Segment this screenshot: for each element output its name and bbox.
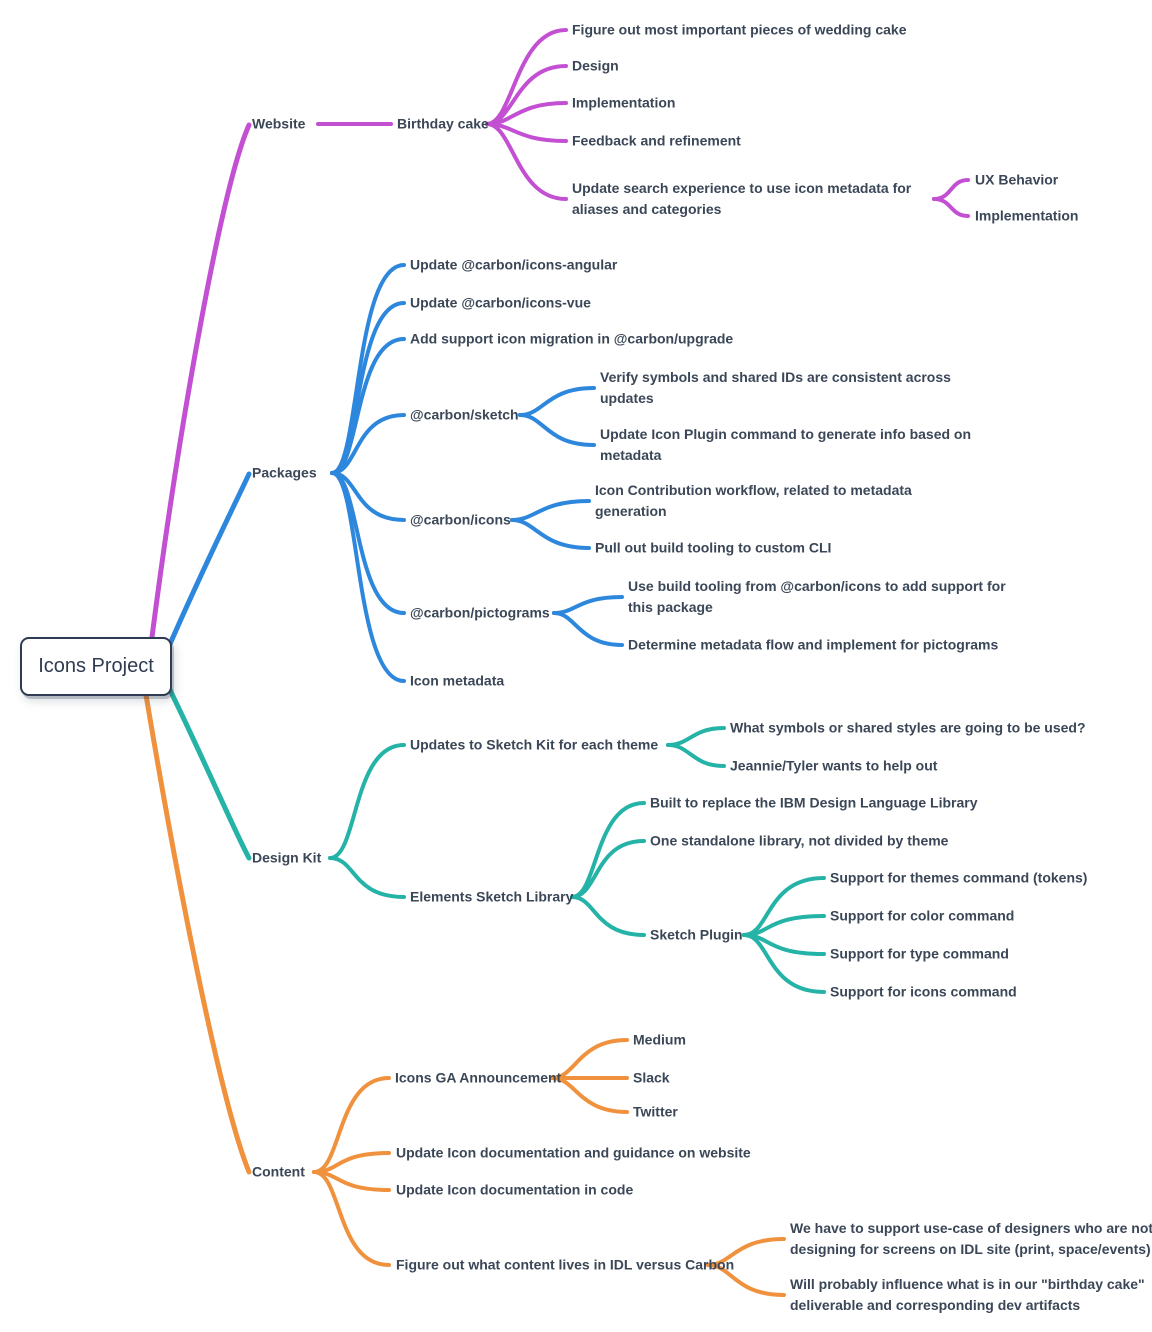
- node-slack[interactable]: Slack: [633, 1069, 670, 1086]
- node-updates-sketch-kit[interactable]: Updates to Sketch Kit for each theme: [410, 736, 659, 753]
- link-designkit-elements-library: [328, 856, 406, 899]
- root-node[interactable]: Icons Project: [20, 637, 172, 696]
- node-design-kit[interactable]: Design Kit: [252, 849, 322, 866]
- link-sketch-update-plugin: [518, 413, 596, 447]
- node-pull-out-build-tooling[interactable]: Pull out build tooling to custom CLI: [595, 539, 832, 556]
- node-feedback-refinement[interactable]: Feedback and refinement: [572, 132, 741, 149]
- node-medium[interactable]: Medium: [633, 1031, 686, 1048]
- link-content-icons-ga: [312, 1076, 391, 1174]
- link-icons-pull-out-build: [510, 518, 591, 550]
- node-use-case-designers[interactable]: We have to support use-case of designers…: [790, 1220, 1152, 1257]
- link-packages-carbon-pictograms: [330, 471, 406, 615]
- link-figure-influence: [706, 1263, 786, 1297]
- link-pictograms-use-build: [552, 595, 624, 615]
- link-root-packages: [167, 471, 252, 647]
- node-birthday-cake-influence[interactable]: Will probably influence what is in our "…: [790, 1276, 1145, 1313]
- link-updates-jeannie-tyler: [666, 743, 726, 768]
- node-jeannie-tyler[interactable]: Jeannie/Tyler wants to help out: [730, 757, 938, 774]
- node-ux-behavior[interactable]: UX Behavior: [975, 171, 1059, 188]
- node-wedding-cake-pieces[interactable]: Figure out most important pieces of wedd…: [572, 21, 907, 38]
- node-sketch-plugin[interactable]: Sketch Plugin: [650, 926, 743, 943]
- link-plugin-themes-command: [742, 876, 826, 937]
- node-carbon-sketch[interactable]: @carbon/sketch: [410, 406, 519, 423]
- node-implementation[interactable]: Implementation: [572, 94, 676, 111]
- node-website[interactable]: Website: [252, 115, 306, 132]
- node-one-standalone-library[interactable]: One standalone library, not divided by t…: [650, 832, 949, 849]
- link-plugin-color-command: [742, 914, 826, 937]
- link-designkit-updates-sketch-kit: [328, 743, 406, 860]
- link-packages-icons-angular: [330, 263, 406, 475]
- link-search-implementation: [932, 197, 970, 218]
- link-ga-medium: [550, 1038, 629, 1080]
- node-what-symbols[interactable]: What symbols or shared styles are going …: [730, 719, 1086, 736]
- node-support-themes-command[interactable]: Support for themes command (tokens): [830, 869, 1088, 886]
- link-root-design-kit: [167, 687, 252, 861]
- link-pictograms-determine: [552, 611, 624, 647]
- node-icons-ga-announcement[interactable]: Icons GA Announcement: [395, 1069, 562, 1086]
- node-icon-metadata[interactable]: Icon metadata: [410, 672, 505, 689]
- link-birthday-update-search: [485, 122, 568, 201]
- node-support-icons-command[interactable]: Support for icons command: [830, 983, 1017, 1000]
- node-update-icon-plugin[interactable]: Update Icon Plugin command to generate i…: [600, 426, 972, 463]
- link-root-content: [143, 692, 252, 1175]
- node-update-search-experience[interactable]: Update search experience to use icon met…: [572, 180, 912, 217]
- link-search-ux-behavior: [932, 178, 970, 201]
- node-carbon-pictograms[interactable]: @carbon/pictograms: [410, 604, 550, 621]
- node-elements-sketch-library[interactable]: Elements Sketch Library: [410, 888, 574, 905]
- node-update-docs-code[interactable]: Update Icon documentation in code: [396, 1181, 634, 1198]
- node-icons-vue[interactable]: Update @carbon/icons-vue: [410, 294, 591, 311]
- link-elements-one-standalone: [570, 839, 646, 899]
- node-icons-angular[interactable]: Update @carbon/icons-angular: [410, 256, 618, 273]
- node-design[interactable]: Design: [572, 57, 619, 74]
- link-packages-icon-metadata: [330, 471, 406, 683]
- node-determine-metadata-flow[interactable]: Determine metadata flow and implement fo…: [628, 636, 999, 653]
- link-icons-contribution: [510, 499, 591, 522]
- link-content-figure-idl: [312, 1170, 391, 1267]
- node-icon-contribution[interactable]: Icon Contribution workflow, related to m…: [595, 482, 912, 519]
- node-support-color-command[interactable]: Support for color command: [830, 907, 1015, 924]
- node-use-build-tooling[interactable]: Use build tooling from @carbon/icons to …: [628, 578, 1006, 615]
- node-support-type-command[interactable]: Support for type command: [830, 945, 1009, 962]
- node-figure-content-idl-carbon[interactable]: Figure out what content lives in IDL ver…: [396, 1256, 735, 1273]
- node-upgrade-migration[interactable]: Add support icon migration in @carbon/up…: [410, 330, 734, 347]
- node-carbon-icons[interactable]: @carbon/icons: [410, 511, 511, 528]
- node-twitter[interactable]: Twitter: [633, 1103, 678, 1120]
- node-verify-symbols[interactable]: Verify symbols and shared IDs are consis…: [600, 369, 951, 406]
- link-sketch-verify-symbols: [518, 386, 596, 417]
- link-packages-upgrade: [330, 337, 406, 475]
- link-updates-what-symbols: [666, 726, 726, 747]
- link-plugin-icons-command: [742, 933, 826, 994]
- node-implementation-2[interactable]: Implementation: [975, 207, 1079, 224]
- node-built-to-replace-idl[interactable]: Built to replace the IBM Design Language…: [650, 794, 978, 811]
- link-elements-sketch-plugin: [570, 895, 646, 937]
- node-content[interactable]: Content: [252, 1163, 305, 1180]
- node-update-docs-website[interactable]: Update Icon documentation and guidance o…: [396, 1144, 751, 1161]
- node-packages[interactable]: Packages: [252, 464, 317, 481]
- link-packages-carbon-sketch: [330, 413, 406, 475]
- link-ga-twitter: [550, 1076, 629, 1114]
- node-birthday-cake[interactable]: Birthday cake: [397, 115, 489, 132]
- link-root-website: [149, 122, 252, 640]
- link-elements-built-to-replace: [570, 801, 646, 899]
